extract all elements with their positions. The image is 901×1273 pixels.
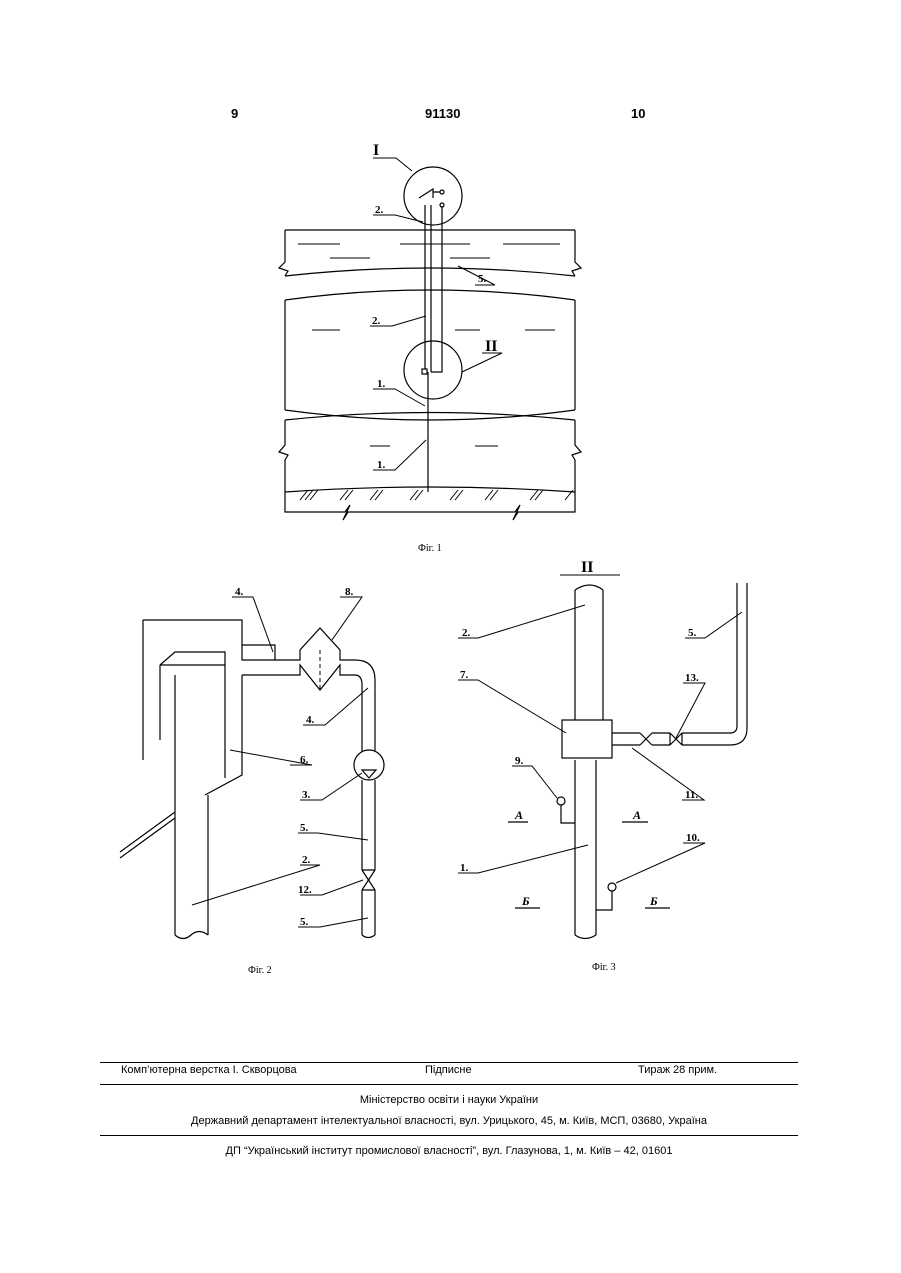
fig1-label-1a: 1. bbox=[377, 378, 386, 390]
footer-rule-middle bbox=[100, 1084, 798, 1085]
footer-department: Державний департамент інтелектуальної вл… bbox=[100, 1115, 798, 1127]
footer-rule-bottom bbox=[100, 1135, 798, 1136]
figure-1 bbox=[279, 158, 581, 520]
fig3-section-b-left: Б bbox=[521, 894, 530, 908]
fig2-label-5a: 5. bbox=[300, 822, 309, 834]
fig1-surface-layer bbox=[279, 230, 581, 276]
fig2-label-4b: 4. bbox=[306, 714, 315, 726]
fig1-label-1b: 1. bbox=[377, 459, 386, 471]
fig1-caption: Фіг. 1 bbox=[418, 543, 442, 554]
fig2-label-3: 3. bbox=[302, 789, 311, 801]
fig3-label-11: 11. bbox=[685, 789, 698, 801]
fig2-caption: Фіг. 2 bbox=[248, 965, 272, 976]
fig3-caption: Фіг. 3 bbox=[592, 962, 616, 973]
gauge-10-icon bbox=[608, 883, 616, 891]
footer-rule-top bbox=[100, 1062, 798, 1063]
fig3-label-5: 5. bbox=[688, 627, 697, 639]
fig1-bottom-layer bbox=[279, 413, 581, 521]
fig2-label-8: 8. bbox=[345, 586, 354, 598]
fig1-label-5: 5. bbox=[478, 273, 487, 285]
fig1-label-2a: 2. bbox=[375, 204, 384, 216]
figure-3 bbox=[458, 575, 747, 939]
fig3-label-1: 1. bbox=[460, 862, 469, 874]
fig3-section-b-right: Б bbox=[649, 894, 658, 908]
fig3-section-a-right: А bbox=[632, 808, 641, 822]
fig2-label-6: 6. bbox=[300, 754, 309, 766]
valve-11-icon bbox=[640, 733, 652, 745]
footer-ministry: Міністерство освіти і науки України bbox=[100, 1094, 798, 1106]
fig3-label-13: 13. bbox=[685, 672, 699, 684]
fig3-roman-II: II bbox=[581, 559, 593, 576]
fig3-label-7: 7. bbox=[460, 669, 469, 681]
footer-signed: Підписне bbox=[425, 1064, 472, 1076]
fig2-label-5b: 5. bbox=[300, 916, 309, 928]
fig1-roman-II: II bbox=[485, 338, 497, 355]
footer-typesetter: Комп’ютерна верстка І. Скворцова bbox=[121, 1064, 297, 1076]
gauge-9-icon bbox=[557, 797, 565, 805]
figure-2 bbox=[120, 597, 384, 939]
footer-circulation: Тираж 28 прим. bbox=[638, 1064, 717, 1076]
fig1-roman-I: I bbox=[373, 142, 379, 159]
fig3-section-a-left: А bbox=[514, 808, 523, 822]
valve-icon bbox=[419, 189, 440, 198]
fig3-label-9: 9. bbox=[515, 755, 524, 767]
fig1-pipe bbox=[425, 205, 442, 492]
fig2-label-2: 2. bbox=[302, 854, 311, 866]
fig1-label-2b: 2. bbox=[372, 315, 381, 327]
fig2-label-12: 12. bbox=[298, 884, 312, 896]
footer-institute: ДП “Український інститут промислової вла… bbox=[100, 1145, 798, 1157]
fig3-label-10: 10. bbox=[686, 832, 700, 844]
valve-12-icon bbox=[362, 870, 375, 890]
figures-drawing: I 2. 5. 2. II 1. 1. Фіг. 1 4. 8. 4. 6. 3… bbox=[0, 0, 901, 1010]
valve-13-icon bbox=[670, 733, 682, 745]
fig1-middle-layer bbox=[285, 290, 575, 420]
fig3-label-2: 2. bbox=[462, 627, 471, 639]
fig1-detail-circle-II bbox=[404, 341, 462, 399]
fig2-label-4a: 4. bbox=[235, 586, 244, 598]
